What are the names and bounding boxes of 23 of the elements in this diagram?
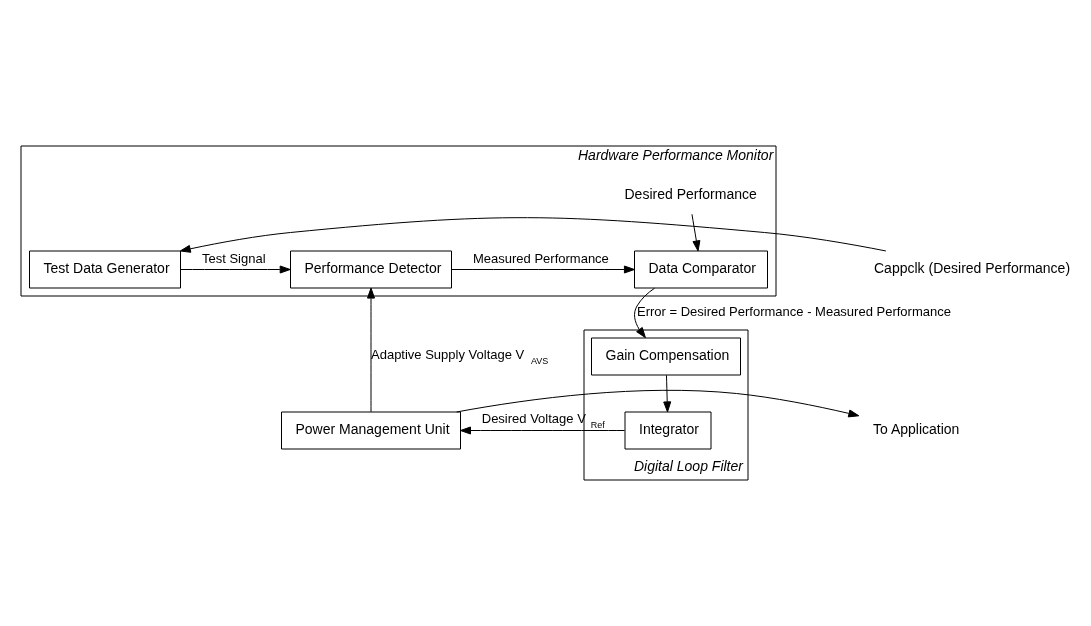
edge-label: Error = Desired Performance - Measured Performance [637,304,951,320]
arrow [663,374,672,413]
node-text: Desired Performance [624,186,757,203]
arrow [367,287,375,413]
edge-label: Desired Voltage V$_{Ref}$ [481,410,605,430]
node-box: Integrator [624,411,712,450]
node-box: Gain Compensation [591,337,741,376]
arrow [634,287,656,339]
node-text: To Application [873,421,960,438]
arrow [180,265,291,274]
node-box: Power Management Unit [281,411,461,450]
node-box: Test Data Generator [29,250,181,289]
arrow [179,217,887,253]
edge-label: Test Signal [202,250,266,266]
node-box: Performance Detector [290,250,452,289]
node-box: Data Comparator [634,250,768,289]
edge-label: Measured Performance [473,250,609,266]
arrow [691,213,701,252]
node-text: Cappclk (Desired Performance) [874,260,1071,277]
edge-label: Adaptive Supply Voltage V$_{AVS}$ [371,346,549,366]
arrow [460,426,626,435]
arrow [456,389,860,418]
arrow [451,265,635,274]
